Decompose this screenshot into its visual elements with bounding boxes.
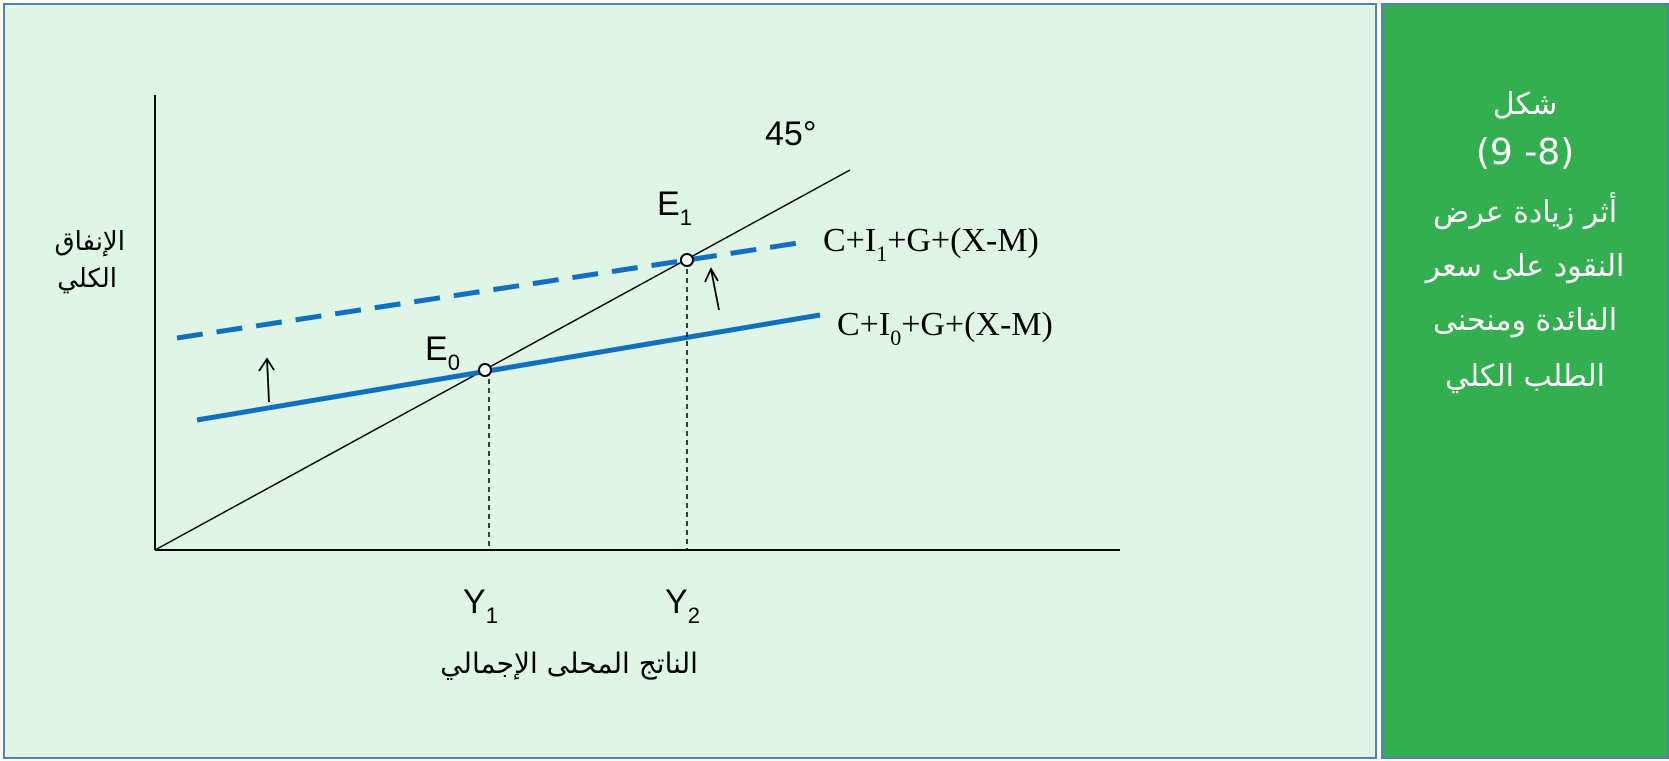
y2-label: Y2 [665, 583, 700, 628]
y-axis-label-line2: الكلي [57, 264, 117, 294]
shift-arrow-right [704, 267, 720, 311]
curve-lower-label: C+I0+G+(X-M) [837, 306, 1053, 350]
diagram-svg: 45° E1 E0 C+I1+G+(X-M) C+I0+G+(X-M) الإن… [54, 95, 1120, 680]
shift-arrow-left [258, 357, 275, 403]
angle-label: 45° [765, 115, 816, 153]
e1-label: E1 [657, 185, 692, 230]
curve-upper-label: C+I1+G+(X-M) [823, 222, 1039, 266]
curve-lower-line [196, 312, 821, 423]
caption-line-1: أثر زيادة عرض [1432, 195, 1618, 230]
figure-caption-panel: شكل (9 -8) أثر زيادة عرض النقود على سعر … [1381, 3, 1669, 759]
e0-label: E0 [425, 330, 460, 375]
caption-line-3: الفائدة ومنحنى [1432, 303, 1618, 338]
x-axis-label: الناتج المحلى الإجمالي [440, 647, 698, 680]
curve-upper-dashed-line [176, 239, 806, 341]
y-axis-label-line1: الإنفاق [54, 227, 125, 257]
caption-line-4: الطلب الكلي [1445, 359, 1605, 394]
e1-point [680, 253, 694, 267]
figure-title: شكل [1492, 87, 1558, 122]
figure-number: (9 -8) [1475, 132, 1575, 173]
y1-label: Y1 [463, 583, 498, 628]
caption-line-2: النقود على سعر [1425, 249, 1625, 284]
e0-point [478, 363, 492, 377]
forty-five-degree-line [154, 169, 851, 551]
diagram-panel: 45° E1 E0 C+I1+G+(X-M) C+I0+G+(X-M) الإن… [3, 3, 1377, 759]
